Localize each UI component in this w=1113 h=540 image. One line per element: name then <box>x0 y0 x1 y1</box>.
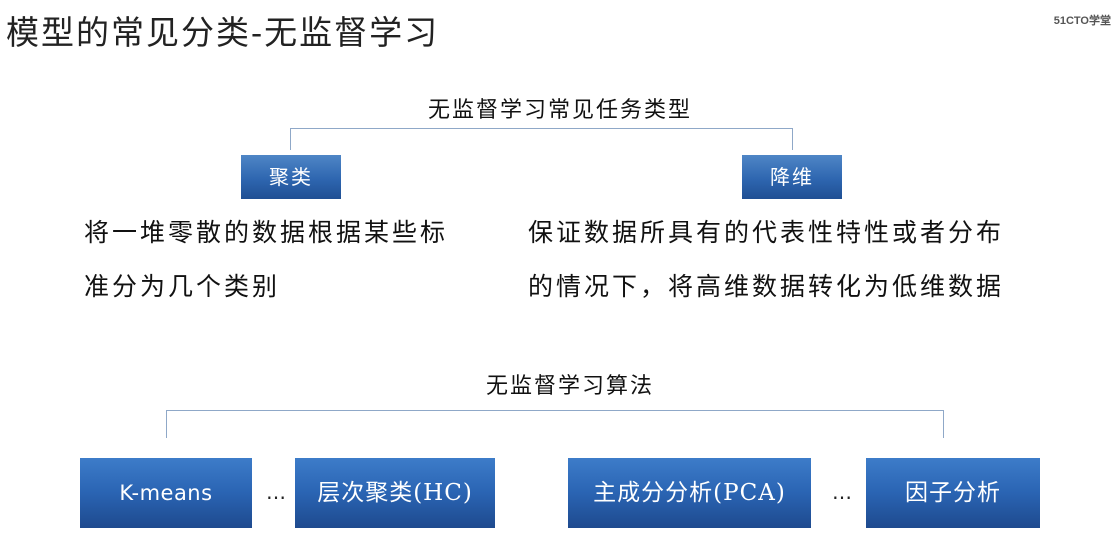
dimred-desc-line-2: 的情况下，将高维数据转化为低维数据 <box>528 272 1005 301</box>
algorithms-bracket <box>166 410 944 438</box>
clustering-desc-line-2: 准分为几个类别 <box>84 272 281 301</box>
dimensionality-reduction-box: 降维 <box>742 155 842 199</box>
dimred-desc-line-1: 保证数据所具有的代表性特性或者分布 <box>528 218 1005 247</box>
algo-box-hierarchical-clustering: 层次聚类(HC) <box>295 458 495 528</box>
algo-box-pca: 主成分分析(PCA) <box>568 458 811 528</box>
algo-box-factor-analysis: 因子分析 <box>866 458 1040 528</box>
ellipsis-right: … <box>832 480 853 504</box>
brand-logo: 51CTO学堂 <box>1053 15 1111 27</box>
clustering-desc-line-1: 将一堆零散的数据根据某些标 <box>84 218 449 247</box>
ellipsis-left: … <box>266 480 287 504</box>
tasks-heading: 无监督学习常见任务类型 <box>427 98 692 123</box>
dimensionality-reduction-description: 保证数据所具有的代表性特性或者分布 的情况下，将高维数据转化为低维数据 <box>528 206 1004 314</box>
algo-box-kmeans: K-means <box>80 458 252 528</box>
clustering-description: 将一堆零散的数据根据某些标 准分为几个类别 <box>84 206 448 314</box>
tasks-bracket <box>290 128 793 150</box>
algorithms-heading: 无监督学习算法 <box>485 374 654 399</box>
clustering-box: 聚类 <box>241 155 341 199</box>
page-title: 模型的常见分类-无监督学习 <box>6 13 440 52</box>
